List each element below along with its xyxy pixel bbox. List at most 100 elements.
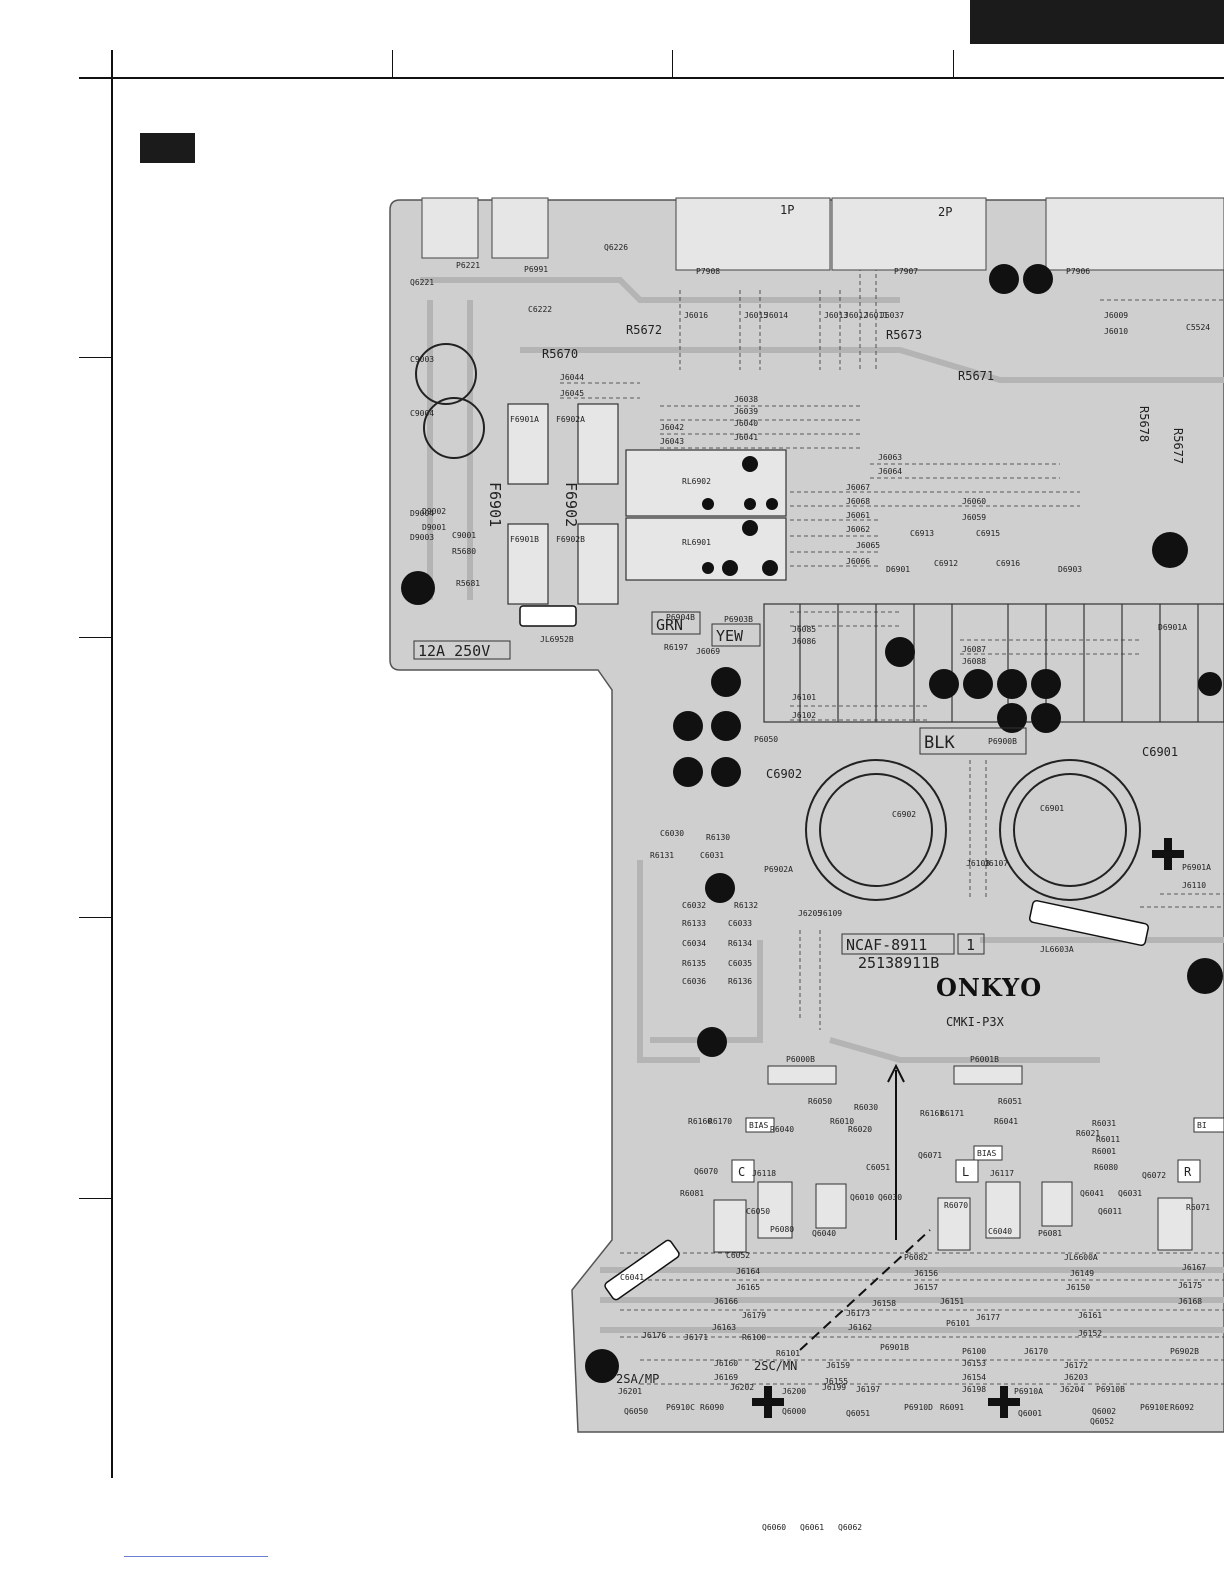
filter-capacitors <box>415 343 1141 901</box>
component-ref-p6081: P6081 <box>1038 1229 1062 1238</box>
component-ref-r6132: R6132 <box>734 901 758 910</box>
component-ref-q6072: Q6072 <box>1142 1171 1166 1180</box>
component-ref-f6902b: F6902B <box>556 535 585 544</box>
component-ref-j6203: J6203 <box>1064 1373 1088 1382</box>
component-ref-d9003: D9003 <box>410 533 434 542</box>
dashed-jumper-lines <box>560 260 1224 1385</box>
output-2sc-label: 2SC/MN <box>754 1359 797 1373</box>
component-ref-j6039: J6039 <box>734 407 758 416</box>
component-ref-q6061: Q6061 <box>800 1523 824 1532</box>
channel-l-box <box>955 1159 979 1183</box>
component-ref-r6197: R6197 <box>664 643 688 652</box>
component-ref-r6161: R6161 <box>920 1109 944 1118</box>
component-ref-j6153: J6153 <box>962 1359 986 1368</box>
blk-label: BLK <box>924 733 955 753</box>
component-ref-j6064: J6064 <box>878 467 902 476</box>
component-ref-j6202: J6202 <box>730 1383 754 1392</box>
component-ref-j6162: J6162 <box>848 1323 872 1332</box>
component-ref-j6171: J6171 <box>684 1333 708 1342</box>
component-ref-d9004: D9004 <box>410 509 434 518</box>
component-ref-r5681: R5681 <box>456 579 480 588</box>
component-ref-j6150: J6150 <box>1066 1283 1090 1292</box>
component-ref-q6031: Q6031 <box>1118 1189 1142 1198</box>
component-ref-p6080: P6080 <box>770 1225 794 1234</box>
component-ref-j6149: J6149 <box>1070 1269 1094 1278</box>
component-ref-c6032: C6032 <box>682 901 706 910</box>
cap-c6901-inner-label: C6901 <box>1040 804 1064 813</box>
relay-rl6901-label: RL6901 <box>682 538 711 547</box>
component-ref-p6900b: P6900B <box>988 737 1017 746</box>
c9003-cap <box>415 343 477 405</box>
component-ref-c6912: C6912 <box>934 559 958 568</box>
component-ref-r6021: R6021 <box>1076 1129 1100 1138</box>
component-ref-d9001: D9001 <box>422 523 446 532</box>
component-ref-j6204: J6204 <box>1060 1385 1084 1394</box>
fuse-rating-label: 12A 250V <box>418 642 490 660</box>
component-ref-j6068: J6068 <box>846 497 870 506</box>
bias-label-3: BI <box>1197 1121 1207 1130</box>
component-ref-c6916: C6916 <box>996 559 1020 568</box>
component-ref-q6060: Q6060 <box>762 1523 786 1532</box>
component-ref-c6036: C6036 <box>682 977 706 986</box>
footer-link-underline <box>124 1556 268 1557</box>
component-ref-c6041: C6041 <box>620 1273 644 1282</box>
section-marker-block <box>140 133 195 163</box>
component-ref-p6902a: P6902A <box>764 865 793 874</box>
component-ref-q6040: Q6040 <box>812 1229 836 1238</box>
component-ref-j6152: J6152 <box>1078 1329 1102 1338</box>
yew-box <box>711 623 761 647</box>
component-ref-c5524: C5524 <box>1186 323 1210 332</box>
component-ref-j6010: J6010 <box>1104 327 1128 336</box>
component-ref-j6201: J6201 <box>618 1387 642 1396</box>
component-ref-jl6600a: JL6600A <box>1064 1253 1098 1262</box>
fuse-f6901-label: F6901 <box>486 482 504 527</box>
c9004-cap <box>423 397 485 459</box>
component-ref-j6199: J6199 <box>822 1383 846 1392</box>
component-ref-c9004: C9004 <box>410 409 434 418</box>
component-ref-f6901a: F6901A <box>510 415 539 424</box>
component-ref-j6042: J6042 <box>660 423 684 432</box>
component-ref-d6901: D6901 <box>886 565 910 574</box>
component-ref-j6067: J6067 <box>846 483 870 492</box>
c6902-inner <box>819 773 933 887</box>
component-ref-j6166: J6166 <box>714 1297 738 1306</box>
component-ref-p6903b: P6903B <box>724 615 753 624</box>
component-ref-j6154: J6154 <box>962 1373 986 1382</box>
component-ref-q6002: Q6002 <box>1092 1407 1116 1416</box>
component-ref-j6063: J6063 <box>878 453 902 462</box>
component-ref-j6158: J6158 <box>872 1299 896 1308</box>
component-ref-q6030: Q6030 <box>878 1193 902 1202</box>
component-ref-p6910e: P6910E <box>1140 1403 1169 1412</box>
board-part-number-label: 25138911B <box>858 954 939 972</box>
component-ref-r6090: R6090 <box>700 1403 724 1412</box>
component-ref-r6010: R6010 <box>830 1117 854 1126</box>
component-ref-p6221: P6221 <box>456 261 480 270</box>
c6901-inner <box>1013 773 1127 887</box>
component-ref-j6009: J6009 <box>1104 311 1128 320</box>
page-corner-tab <box>970 0 1224 44</box>
bias-box-3 <box>1193 1117 1224 1133</box>
component-ref-j6155: J6155 <box>824 1377 848 1386</box>
component-ref-r6071: R6071 <box>1186 1203 1210 1212</box>
component-ref-r6051: R6051 <box>998 1097 1022 1106</box>
component-ref-j6177: J6177 <box>976 1313 1000 1322</box>
component-ref-j6161: J6161 <box>1078 1311 1102 1320</box>
dashed-divider-diagonal <box>799 1229 931 1351</box>
component-ref-p6901b: P6901B <box>880 1343 909 1352</box>
component-ref-j6037: J6037 <box>880 311 904 320</box>
component-ref-c6050: C6050 <box>746 1207 770 1216</box>
component-ref-j6088: J6088 <box>962 657 986 666</box>
component-ref-j6165: J6165 <box>736 1283 760 1292</box>
component-ref-r6081: R6081 <box>680 1189 704 1198</box>
component-ref-p6082: P6082 <box>904 1253 928 1262</box>
component-ref-j6157: J6157 <box>914 1283 938 1292</box>
component-ref-r6092: R6092 <box>1170 1403 1194 1412</box>
heatsink-rect-outline <box>763 603 1224 723</box>
component-ref-q6050: Q6050 <box>624 1407 648 1416</box>
component-ref-c6051: C6051 <box>866 1163 890 1172</box>
component-ref-p6910c: P6910C <box>666 1403 695 1412</box>
component-ref-j6107: J6107 <box>984 859 1008 868</box>
fuse-rating-box <box>413 640 511 660</box>
resistor-r5678-label: R5678 <box>1137 406 1151 442</box>
component-ref-j6159: J6159 <box>826 1361 850 1370</box>
